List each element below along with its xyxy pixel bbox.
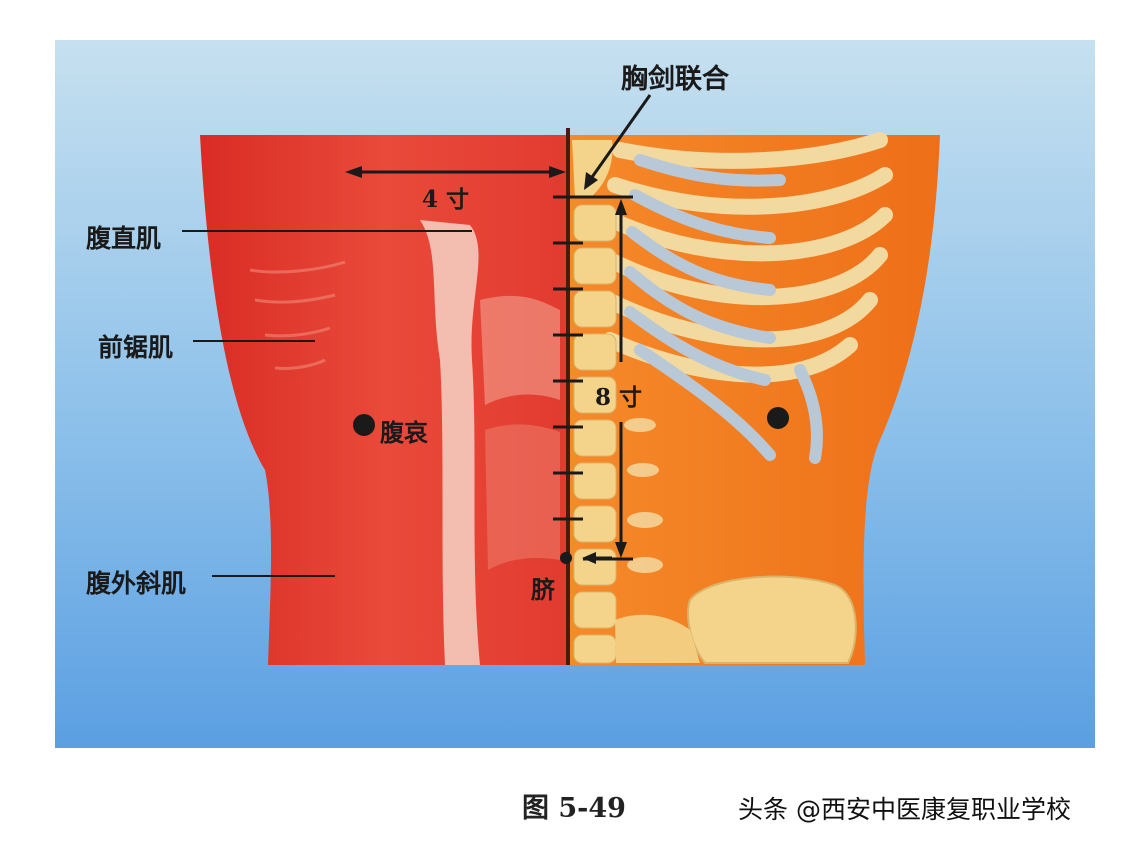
watermark-text: 头条 @西安中医康复职业学校	[738, 795, 1071, 824]
rib-point-marker	[767, 407, 789, 429]
rectus-muscle-segments-lower	[485, 424, 560, 570]
arrow-8-cun	[615, 199, 627, 558]
pelvis-ilium	[687, 575, 857, 664]
label-distance-8-cun: 8 寸	[595, 384, 643, 411]
rectus-sheath	[420, 220, 480, 665]
label-fuai-point: 腹哀	[380, 418, 428, 447]
label-navel: 脐	[531, 575, 555, 604]
figure-caption: 图 5-49	[522, 793, 626, 824]
navel-pointer	[582, 552, 612, 564]
label-xiphoid: 胸剑联合	[621, 64, 729, 95]
navel-marker	[560, 552, 572, 564]
serratus-texture	[249, 260, 346, 370]
fuai-point-marker	[353, 414, 375, 436]
xiphoid-pointer	[584, 94, 652, 190]
torso-right	[568, 135, 940, 665]
sacrum	[615, 614, 700, 663]
label-rectus-abdominis: 腹直肌	[86, 224, 162, 253]
arrow-4-cun	[345, 166, 566, 178]
vertebral-column	[573, 204, 617, 664]
leader-lines	[182, 230, 472, 577]
transverse-processes	[624, 418, 663, 573]
rectus-muscle-segments	[480, 295, 560, 405]
label-distance-4-cun: 4 寸	[422, 186, 470, 213]
sternum	[572, 140, 613, 198]
rib-cage	[600, 132, 893, 464]
label-external-oblique: 腹外斜肌	[86, 569, 187, 598]
label-serratus-anterior: 前锯肌	[98, 333, 174, 362]
